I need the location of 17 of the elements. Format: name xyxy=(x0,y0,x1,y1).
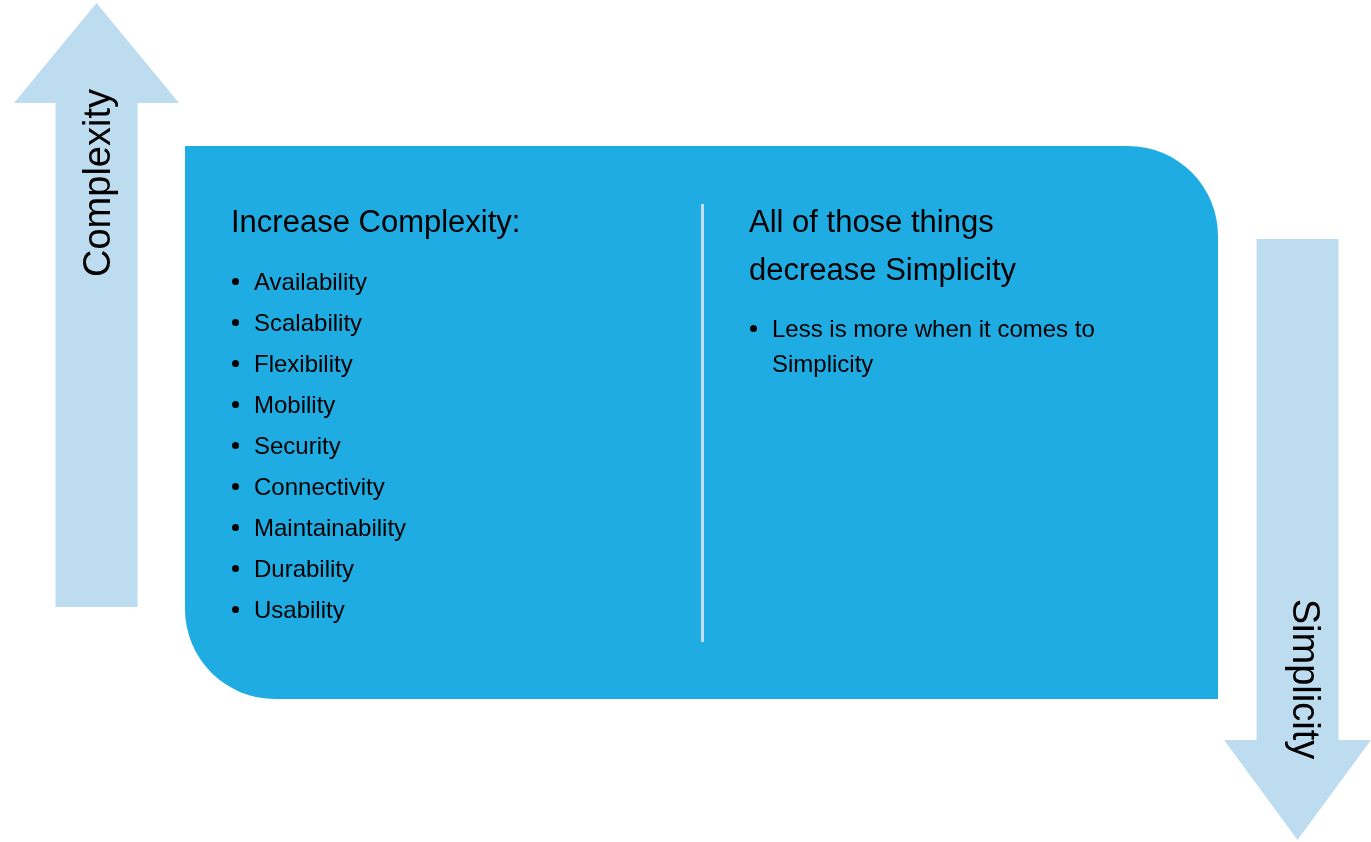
arrow-label: Simplicity xyxy=(1287,598,1325,760)
bullet-item: Flexibility xyxy=(254,349,354,379)
bullet-item: Less is more when it comes to Simplicity xyxy=(772,314,1096,379)
bullet-item: Usability xyxy=(254,595,346,625)
block-arrow xyxy=(1224,239,1371,840)
bullet-item: Security xyxy=(254,431,342,461)
arrow-label: Complexity xyxy=(78,89,116,277)
bullet-item: Maintainability xyxy=(254,513,408,543)
bullet-item: Connectivity xyxy=(254,472,386,502)
content-panel xyxy=(185,146,1218,699)
heading: All of those things decrease Simplicity xyxy=(749,203,1018,289)
block-arrow xyxy=(14,3,179,607)
bullet-item: Mobility xyxy=(254,390,337,420)
bullet-item: Scalability xyxy=(254,308,364,338)
heading: Increase Complexity: xyxy=(231,203,522,241)
bullet-item: Durability xyxy=(254,554,356,584)
bullet-item: Availability xyxy=(254,267,368,297)
